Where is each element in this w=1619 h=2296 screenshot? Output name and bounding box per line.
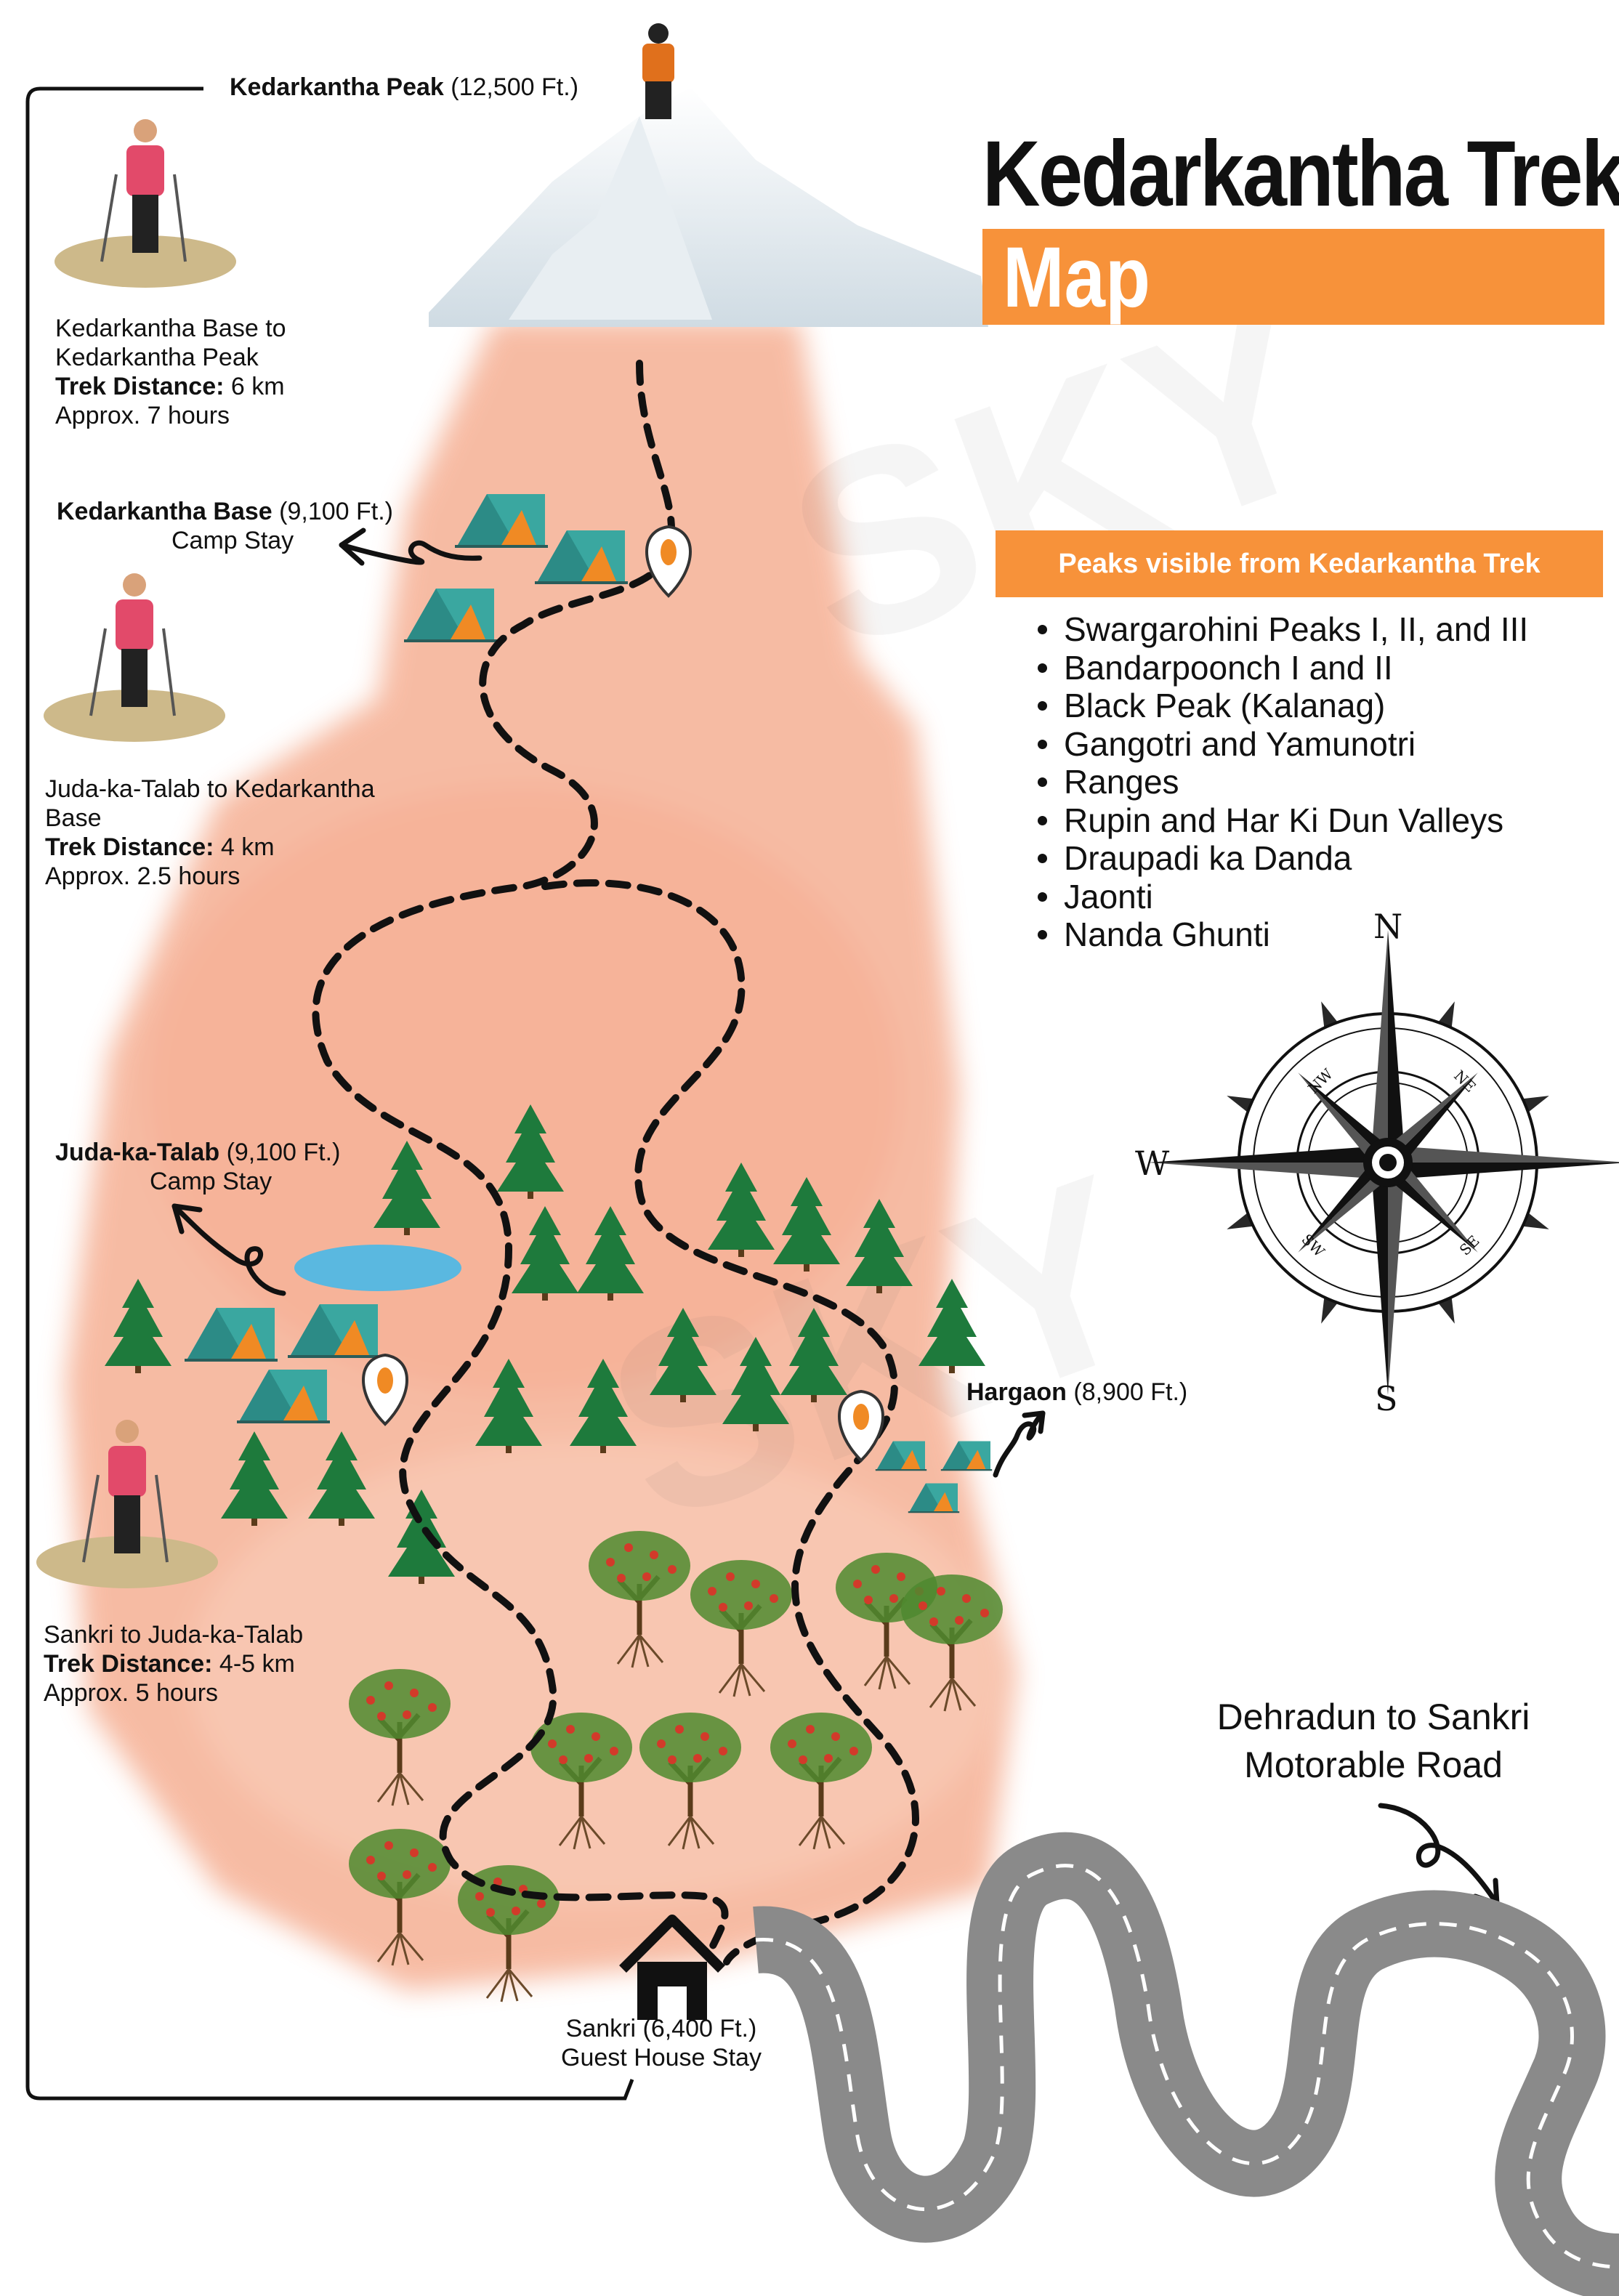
compass-south: S	[1375, 1379, 1398, 1418]
list-item: Draupadi ka Danda	[1038, 839, 1528, 878]
peaks-heading: Peaks visible from Kedarkantha Trek	[1058, 549, 1541, 579]
juda-note: Camp Stay	[150, 1168, 272, 1195]
base-altitude: (9,100 Ft.)	[279, 498, 393, 525]
sankri-note: Guest House Stay	[561, 2044, 762, 2071]
segment-base: Juda-ka-Talab to Kedarkantha Base Trek D…	[45, 775, 375, 890]
list-item: Black Peak (Kalanag)	[1038, 687, 1528, 725]
hargaon-label: Hargaon (8,900 Ft.)	[966, 1378, 1187, 1407]
lake	[294, 1245, 461, 1291]
list-item: Gangotri and Yamunotri	[1038, 725, 1528, 764]
page-title: Kedarkantha Trek	[982, 122, 1619, 226]
list-item: Rupin and Har Ki Dun Valleys	[1038, 801, 1528, 840]
home-icon	[619, 1915, 725, 2020]
list-item-continuation: Ranges	[1038, 763, 1528, 801]
trek-route	[312, 360, 919, 1965]
base-note: Camp Stay	[171, 527, 294, 554]
sankri-label: Sankri (6,400 Ft.) Guest House Stay	[523, 2014, 799, 2072]
watermark: SKY SKY	[573, 248, 1360, 1578]
base-label: Kedarkantha Base (9,100 Ft.)	[57, 497, 393, 526]
segment-peak: Kedarkantha Base to Kedarkantha Peak Tre…	[55, 315, 286, 429]
list-item: Jaonti	[1038, 878, 1528, 916]
compass-west: W	[1135, 1144, 1170, 1183]
juda-name: Juda-ka-Talab	[55, 1139, 220, 1166]
base-name: Kedarkantha Base	[57, 498, 272, 525]
compass-icon	[1148, 930, 1619, 1395]
peak-name: Kedarkantha Peak	[230, 73, 444, 101]
list-item: Nanda Ghunti	[1038, 915, 1528, 954]
road-label: Dehradun to Sankri Motorable Road	[1216, 1697, 1530, 1785]
list-item: Bandarpoonch I and II	[1038, 649, 1528, 687]
segment-juda: Sankri to Juda-ka-Talab Trek Distance: 4…	[44, 1621, 304, 1707]
title-highlight	[982, 229, 1604, 325]
juda-label: Juda-ka-Talab (9,100 Ft.)	[55, 1138, 340, 1167]
sankri-name: Sankri (6,400 Ft.)	[565, 2015, 757, 2042]
peak-label: Kedarkantha Peak (12,500 Ft.)	[230, 73, 578, 102]
hargaon-name: Hargaon	[966, 1378, 1067, 1406]
hiker-icon	[53, 118, 238, 289]
route-bracket	[25, 86, 634, 2101]
list-item: Swargarohini Peaks I, II, and III	[1038, 610, 1528, 649]
compass-north: N	[1373, 907, 1403, 946]
hargaon-altitude: (8,900 Ft.)	[1073, 1378, 1188, 1406]
peak-altitude: (12,500 Ft.)	[451, 73, 579, 101]
peaks-list: Swargarohini Peaks I, II, and III Bandar…	[1038, 610, 1528, 954]
page-title-subtitle: Map	[1003, 230, 1150, 326]
motorable-road	[753, 1832, 1619, 2296]
juda-altitude: (9,100 Ft.)	[226, 1139, 341, 1166]
hiker-icon	[42, 572, 227, 743]
peaks-heading-bar	[996, 530, 1603, 597]
